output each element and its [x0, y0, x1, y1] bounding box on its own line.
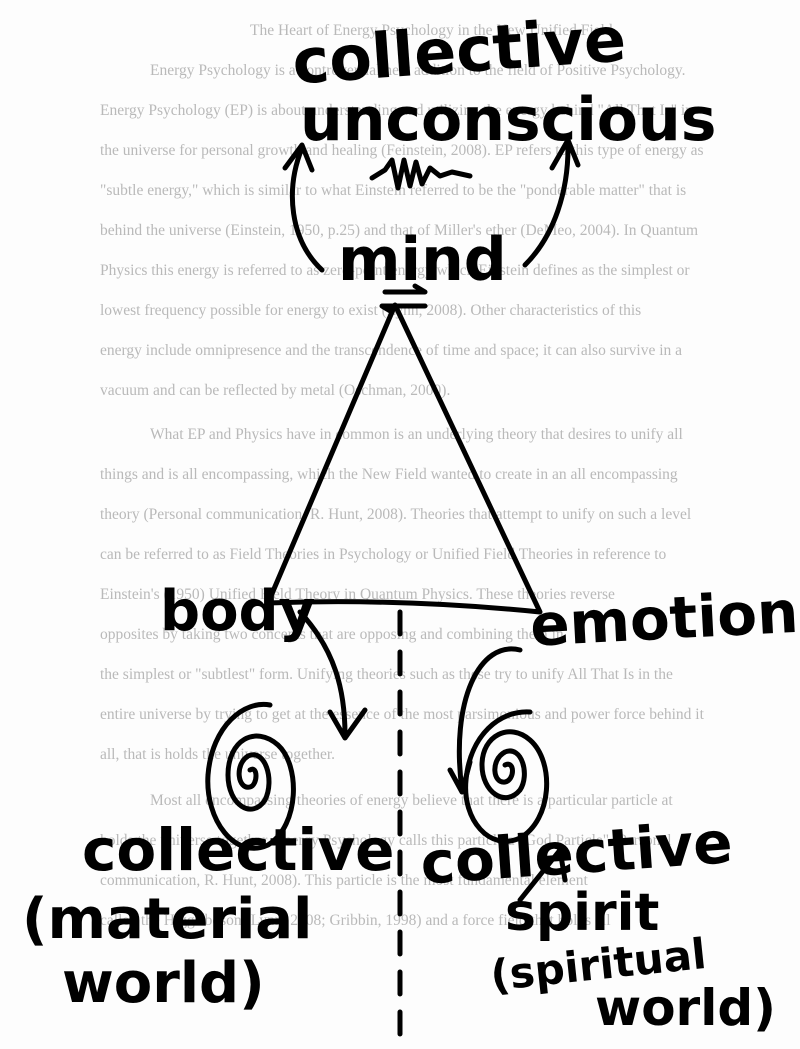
bg-text-line: Energy Psychology (EP) is about understa… — [100, 102, 693, 119]
spiral-right-icon — [463, 709, 568, 903]
bg-text-line: Physics this energy is referred to as ze… — [100, 262, 690, 279]
arrow-emotion-to-spiral — [447, 646, 523, 795]
bg-text-line: "subtle energy," which is similar to wha… — [100, 182, 687, 199]
bg-text-line: opposites by taking two concepts that ar… — [100, 626, 564, 643]
label-emotion: emotion — [528, 578, 800, 660]
label-world-right: world) — [595, 979, 776, 1037]
bg-text-line: called the Higgs boson (Lynn, 2008; Grib… — [100, 912, 611, 929]
bg-text-line: theory (Personal communication, R. Hunt,… — [100, 506, 692, 523]
label-mind: mind — [338, 225, 507, 295]
bg-text-line: can be referred to as Field Theories in … — [100, 546, 667, 563]
label-collective-left: collective — [82, 816, 394, 884]
bg-text-line: lowest frequency possible for energy to … — [100, 302, 642, 319]
squiggle-mark — [369, 157, 473, 191]
bg-text-line: energy include omnipresence and the tran… — [100, 342, 683, 359]
bg-text-line: Energy Psychology is a controversial new… — [150, 62, 686, 79]
bg-title: The Heart of Energy Psychology in the Ne… — [250, 22, 613, 39]
bg-text-line: things and is all encompassing, which th… — [100, 466, 678, 483]
triangle — [265, 302, 543, 615]
bg-text-line: What EP and Physics have in common is an… — [150, 426, 683, 443]
arrow-mind-to-unconscious-right — [522, 137, 581, 268]
bidirectional-arrow-icon — [379, 283, 428, 315]
bg-text-line: all, that is holds the universe together… — [100, 746, 336, 763]
label-world-left: world) — [62, 951, 265, 1016]
label-body: body — [160, 579, 315, 644]
bg-text-line: Einstein's (1950) Unified Field Theory i… — [100, 586, 615, 603]
label-material: (material — [22, 887, 312, 952]
bg-text-line: the universe for personal growth and hea… — [100, 142, 704, 159]
label-spirit: spirit — [505, 883, 659, 943]
arrow-mind-to-unconscious-left — [282, 142, 325, 273]
bg-text-line: the simplest or "subtlest" form. Unifyin… — [100, 666, 673, 683]
label-unconscious: unconscious — [300, 85, 716, 155]
arrow-body-to-spiral — [297, 609, 368, 741]
spiral-left-icon — [205, 701, 296, 851]
bg-text-line: communication, R. Hunt, 2008). This part… — [100, 872, 588, 889]
